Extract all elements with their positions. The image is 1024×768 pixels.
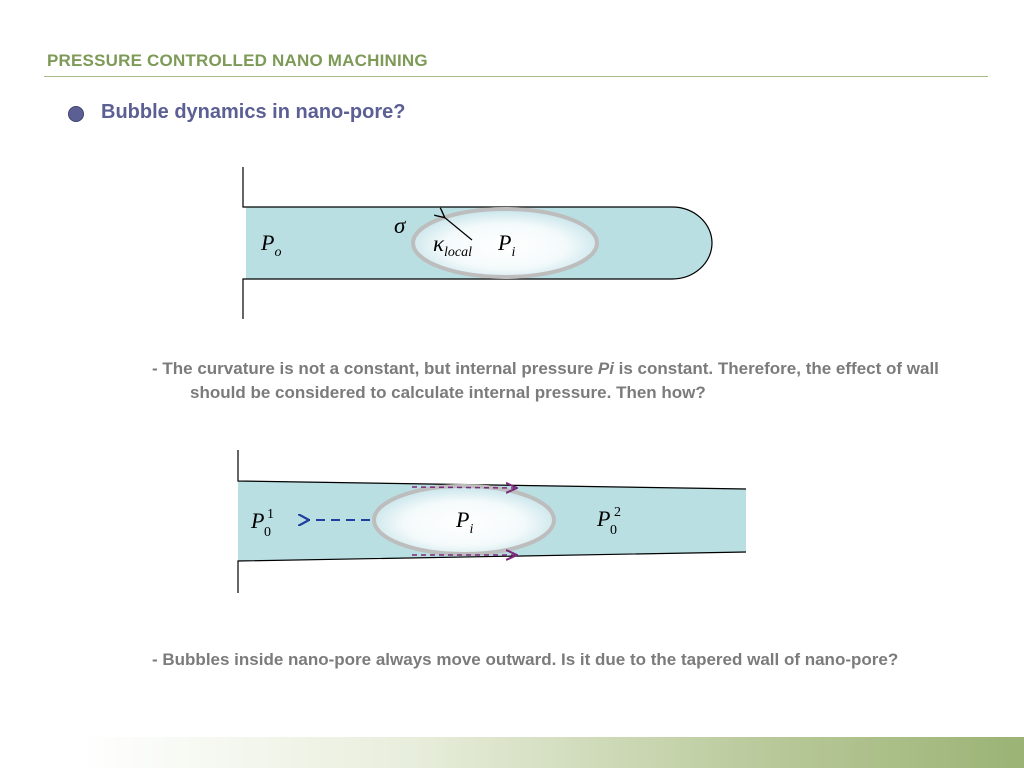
tapered-wall-bottom (237, 551, 747, 593)
bubble (372, 484, 556, 556)
paragraph-curvature: - The curvature is not a constant, but i… (152, 357, 950, 405)
right-pressure-label: P (596, 506, 610, 531)
inner-pressure-label: Pi (455, 507, 473, 537)
bullet-circle-icon (68, 106, 84, 122)
outer-pressure-label: Po (260, 230, 281, 260)
inner-pressure-label: Pi (497, 230, 515, 260)
left-pressure-sup: 1 (267, 507, 274, 522)
left-pressure-label: P (250, 508, 264, 533)
pore-diagram-tapered: P 0 1 Pi P 0 2 (237, 450, 747, 593)
local-curvature-label: κlocal (433, 231, 472, 260)
curvature-arrow (444, 217, 473, 241)
surface-tension-label: σ (394, 213, 407, 238)
left-pressure-sub: 0 (264, 525, 271, 540)
pore-wall-bottom (242, 278, 672, 319)
bubble (411, 207, 599, 279)
tapered-wall-top (237, 450, 747, 490)
footer-gradient-band (0, 737, 1024, 768)
slide-title: PRESSURE CONTROLLED NANO MACHINING (47, 51, 428, 70)
title-divider (44, 76, 988, 77)
pore-diagram-closed: Po σ κlocal Pi (242, 167, 713, 319)
paragraph-curvature-suffix: is constant. Therefore, the effect of wa… (190, 359, 939, 402)
paragraph-bubble-motion: - Bubbles inside nano-pore always move o… (152, 650, 899, 669)
right-pressure-sub: 0 (610, 523, 617, 538)
pore-wall-end (671, 206, 713, 280)
bullet-heading: Bubble dynamics in nano-pore? (101, 101, 406, 123)
paragraph-curvature-emphasis: Pi (597, 359, 614, 378)
paragraph-curvature-prefix: - The curvature is not a constant, but i… (152, 359, 598, 378)
pore-wall-top (242, 167, 672, 208)
right-pressure-sup: 2 (614, 505, 621, 520)
